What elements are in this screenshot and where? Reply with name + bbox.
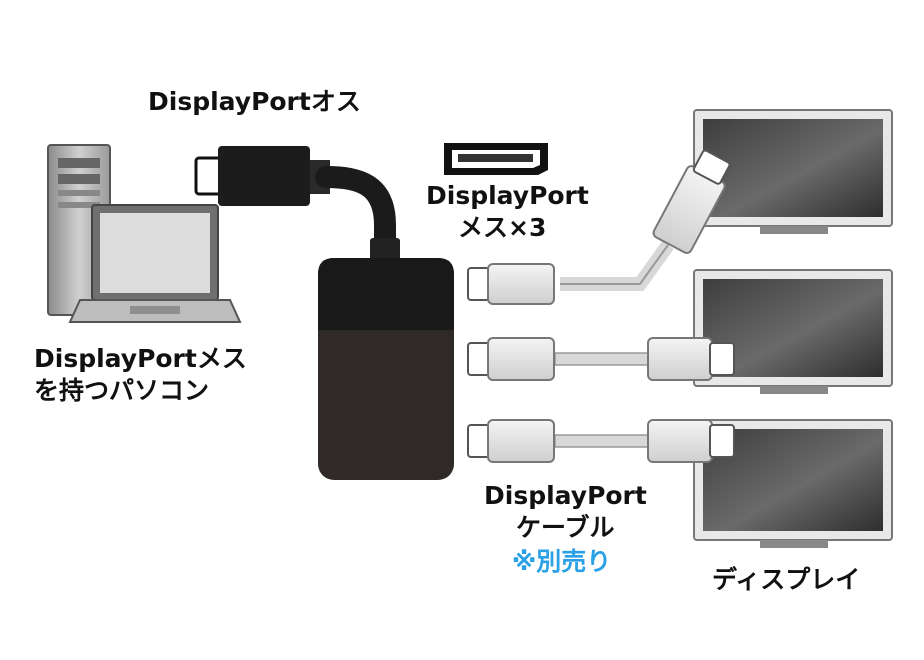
- displayport-female-port-icon: [444, 143, 548, 175]
- laptop-icon: [68, 204, 242, 323]
- displayport-male-plug-icon: [194, 146, 400, 264]
- displayport-cable-icon: [467, 149, 731, 305]
- display-label: ディスプレイ: [712, 565, 861, 594]
- adapter-hub-icon: [318, 258, 454, 480]
- displayport-cable-icon: [467, 419, 735, 463]
- displayport-cable-icon: [467, 337, 735, 381]
- cable-sold-separately-note: ※別売り: [512, 547, 612, 576]
- cable-label-line1: DisplayPort: [484, 481, 647, 510]
- female-port-label-line2: メス×3: [458, 213, 547, 242]
- female-port-label-line1: DisplayPort: [426, 181, 589, 210]
- pc-label-line1: DisplayPortメス: [34, 344, 247, 373]
- monitor-icon: [693, 109, 893, 234]
- monitor-icon: [693, 269, 893, 394]
- male-plug-label: DisplayPortオス: [148, 87, 361, 116]
- pc-label-line2: を持つパソコン: [34, 376, 210, 405]
- cable-label-line2: ケーブル: [516, 513, 615, 542]
